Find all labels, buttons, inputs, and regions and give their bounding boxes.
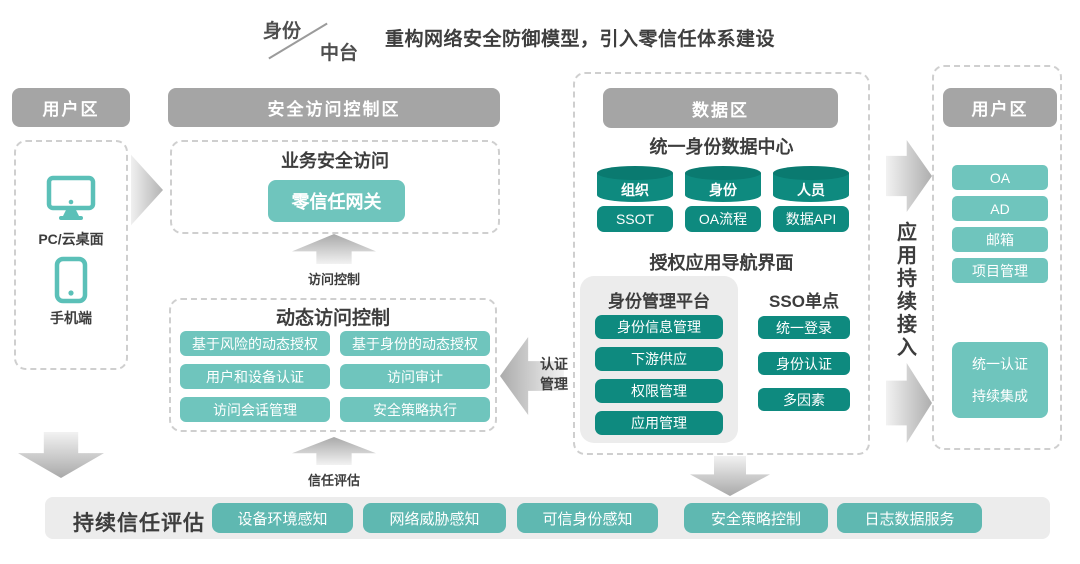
service-button: SSOT	[597, 206, 673, 232]
app-button: 项目管理	[952, 258, 1048, 283]
left-user-zone-box	[14, 140, 128, 370]
app-button: 邮箱	[952, 227, 1048, 252]
logo-text-bottom: 中台	[320, 43, 359, 64]
database-cylinder: 人员	[773, 166, 849, 202]
dynamic-button: 安全策略执行	[340, 397, 490, 422]
sso-title: SSO单点	[769, 292, 839, 311]
right-user-zone-box	[932, 65, 1062, 450]
idp-button: 应用管理	[595, 411, 723, 435]
sso-button: 身份认证	[758, 352, 850, 375]
dynamic-button: 访问会话管理	[180, 397, 330, 422]
app-button: AD	[952, 196, 1048, 221]
business-access-title: 业务安全访问	[281, 151, 389, 171]
auth-mgmt-label: 认证管理	[540, 356, 568, 392]
arrow-trust-up	[292, 437, 376, 465]
data-zone-box	[573, 72, 870, 455]
idp-button: 下游供应	[595, 347, 723, 371]
bottom-bar-button: 安全策略控制	[684, 503, 828, 533]
left-user-zone-header: 用户区	[12, 88, 130, 127]
arrow-data-down	[690, 456, 770, 496]
app-access-label: 应用持续接入	[897, 222, 917, 359]
nav-title: 授权应用导航界面	[649, 253, 794, 273]
monitor-icon	[45, 174, 97, 229]
dynamic-button: 基于风险的动态授权	[180, 331, 330, 356]
bottom-bar-button: 可信身份感知	[517, 503, 658, 533]
identity-center-title: 统一身份数据中心	[649, 137, 794, 157]
bottom-bar-title: 持续信任评估	[73, 512, 205, 535]
trust-eval-label: 信任评估	[307, 473, 360, 488]
device-label-mobile: 手机端	[50, 310, 92, 326]
sso-button: 多因素	[758, 388, 850, 411]
arrow-gateway-up	[292, 234, 376, 264]
access-control-label: 访问控制	[307, 272, 360, 287]
bottom-bar-button: 网络威胁感知	[363, 503, 506, 533]
cylinder-top	[597, 166, 673, 180]
bottom-bar-button: 设备环境感知	[212, 503, 353, 533]
service-button: OA流程	[685, 206, 761, 232]
dynamic-button: 访问审计	[340, 364, 490, 389]
service-button: 数据API	[773, 206, 849, 232]
data-zone-header: 数据区	[603, 88, 838, 128]
cylinder-label: 身份	[709, 182, 737, 198]
device-label-pc: PC/云桌面	[38, 231, 104, 247]
dynamic-button: 基于身份的动态授权	[340, 331, 490, 356]
arrow-data-to-user-bottom	[886, 363, 932, 443]
unified-auth-line2: 持续集成	[972, 388, 1028, 404]
cylinder-top	[773, 166, 849, 180]
cylinder-top	[685, 166, 761, 180]
phone-icon	[54, 256, 88, 309]
idp-title: 身份管理平台	[608, 292, 710, 311]
dynamic-access-title: 动态访问控制	[275, 308, 390, 329]
sso-button: 统一登录	[758, 316, 850, 339]
unified-auth-line1: 统一认证	[972, 356, 1028, 372]
cylinder-label: 组织	[621, 182, 649, 198]
business-access-box	[170, 140, 500, 234]
arrow-user-to-security	[131, 154, 163, 226]
idp-button: 权限管理	[595, 379, 723, 403]
security-zone-header: 安全访问控制区	[168, 88, 500, 127]
cylinder-label: 人员	[797, 182, 825, 198]
database-cylinder: 身份	[685, 166, 761, 202]
unified-auth-box: 统一认证 持续集成	[952, 342, 1048, 418]
zero-trust-gateway-button: 零信任网关	[268, 180, 405, 222]
app-button: OA	[952, 165, 1048, 190]
database-cylinder: 组织	[597, 166, 673, 202]
logo-text-top: 身份	[263, 21, 302, 42]
arrow-data-to-user-top	[886, 140, 932, 212]
right-user-zone-header: 用户区	[943, 88, 1057, 127]
bottom-bar-button: 日志数据服务	[837, 503, 982, 533]
dynamic-access-box	[169, 298, 497, 432]
page-title: 重构网络安全防御模型，引入零信任体系建设	[385, 29, 776, 50]
arrow-left-down	[18, 432, 104, 478]
dynamic-button: 用户和设备认证	[180, 364, 330, 389]
idp-button: 身份信息管理	[595, 315, 723, 339]
